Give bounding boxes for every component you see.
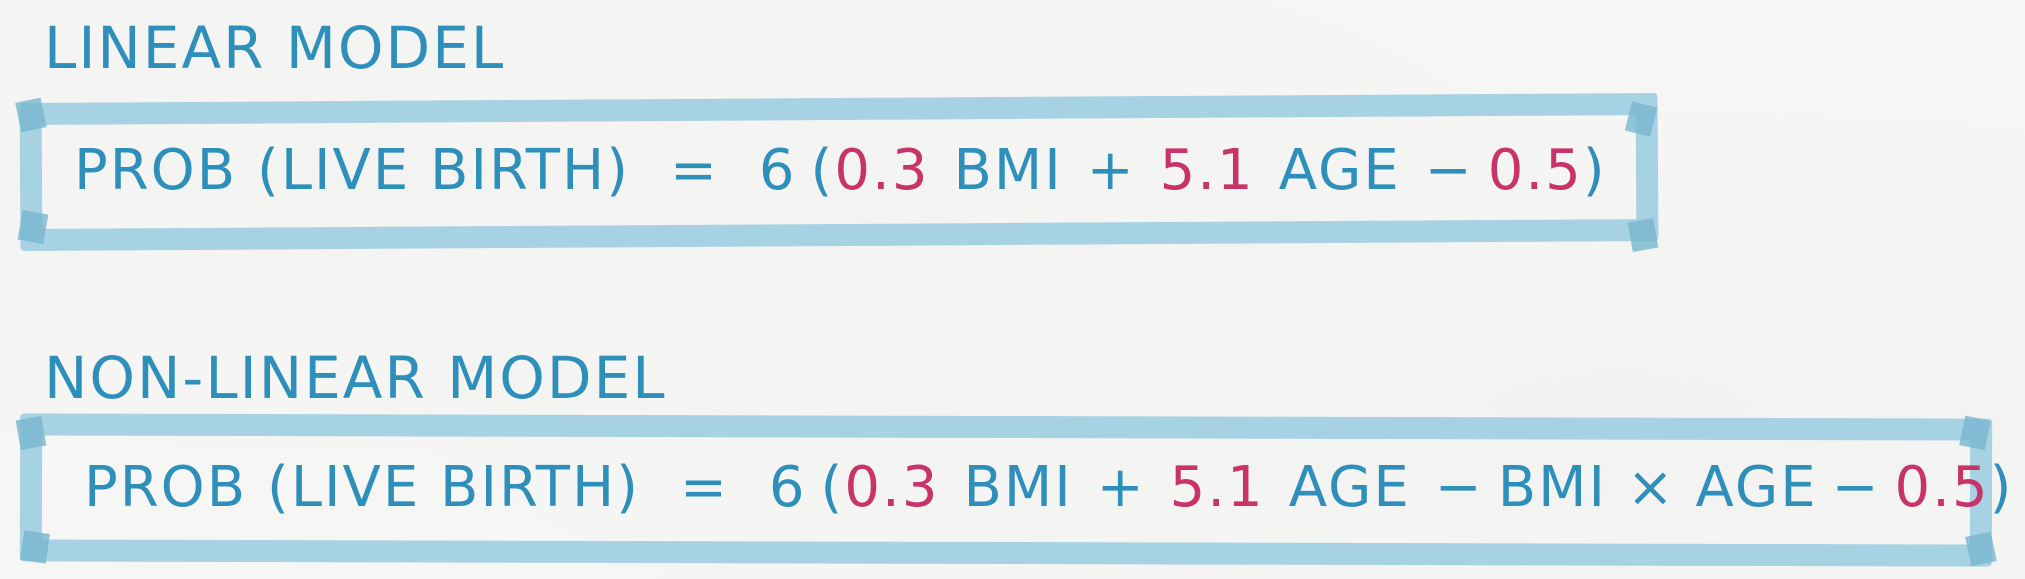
linear-model-equation: PROB (LIVE BIRTH) = 6(0.3 BMI +5.1 AGE−0.5) — [74, 138, 1607, 203]
equals-sign: = — [679, 455, 729, 520]
intercept: 0.5 — [1487, 138, 1583, 203]
minus-sign: − — [1831, 455, 1881, 520]
sigma-symbol: 6 — [768, 455, 807, 520]
close-paren: ) — [1582, 138, 1607, 203]
equation-lhs: PROB (LIVE BIRTH) — [74, 138, 630, 203]
variable-bmi: BMI — [963, 455, 1073, 520]
coefficient-age: 5.1 — [1169, 455, 1265, 520]
equation-lhs: PROB (LIVE BIRTH) — [84, 455, 640, 520]
tape-corner — [20, 530, 50, 564]
coefficient-age: 5.1 — [1159, 138, 1255, 203]
variable-bmi: BMI — [953, 138, 1063, 203]
open-paren: ( — [820, 455, 845, 520]
variable-age: AGE — [1278, 138, 1401, 203]
coefficient-bmi: 0.3 — [844, 455, 940, 520]
minus-sign: − — [1424, 138, 1474, 203]
linear-model-heading: LINEAR MODEL — [44, 14, 506, 82]
sigma-symbol: 6 — [758, 138, 797, 203]
coefficient-bmi: 0.3 — [834, 138, 930, 203]
nonlinear-model-heading: NON-LINEAR MODEL — [44, 344, 667, 412]
plus-sign: + — [1086, 138, 1136, 203]
variable-age: AGE — [1288, 455, 1411, 520]
intercept: 0.5 — [1894, 455, 1990, 520]
minus-sign: − — [1434, 455, 1484, 520]
tape-corner — [15, 415, 47, 451]
close-paren: ) — [1989, 455, 2014, 520]
open-paren: ( — [810, 138, 835, 203]
tape-corner — [1627, 217, 1659, 253]
equals-sign: = — [669, 138, 719, 203]
interaction-term: BMI × AGE — [1497, 455, 1818, 520]
plus-sign: + — [1096, 455, 1146, 520]
tape-corner — [17, 209, 49, 245]
